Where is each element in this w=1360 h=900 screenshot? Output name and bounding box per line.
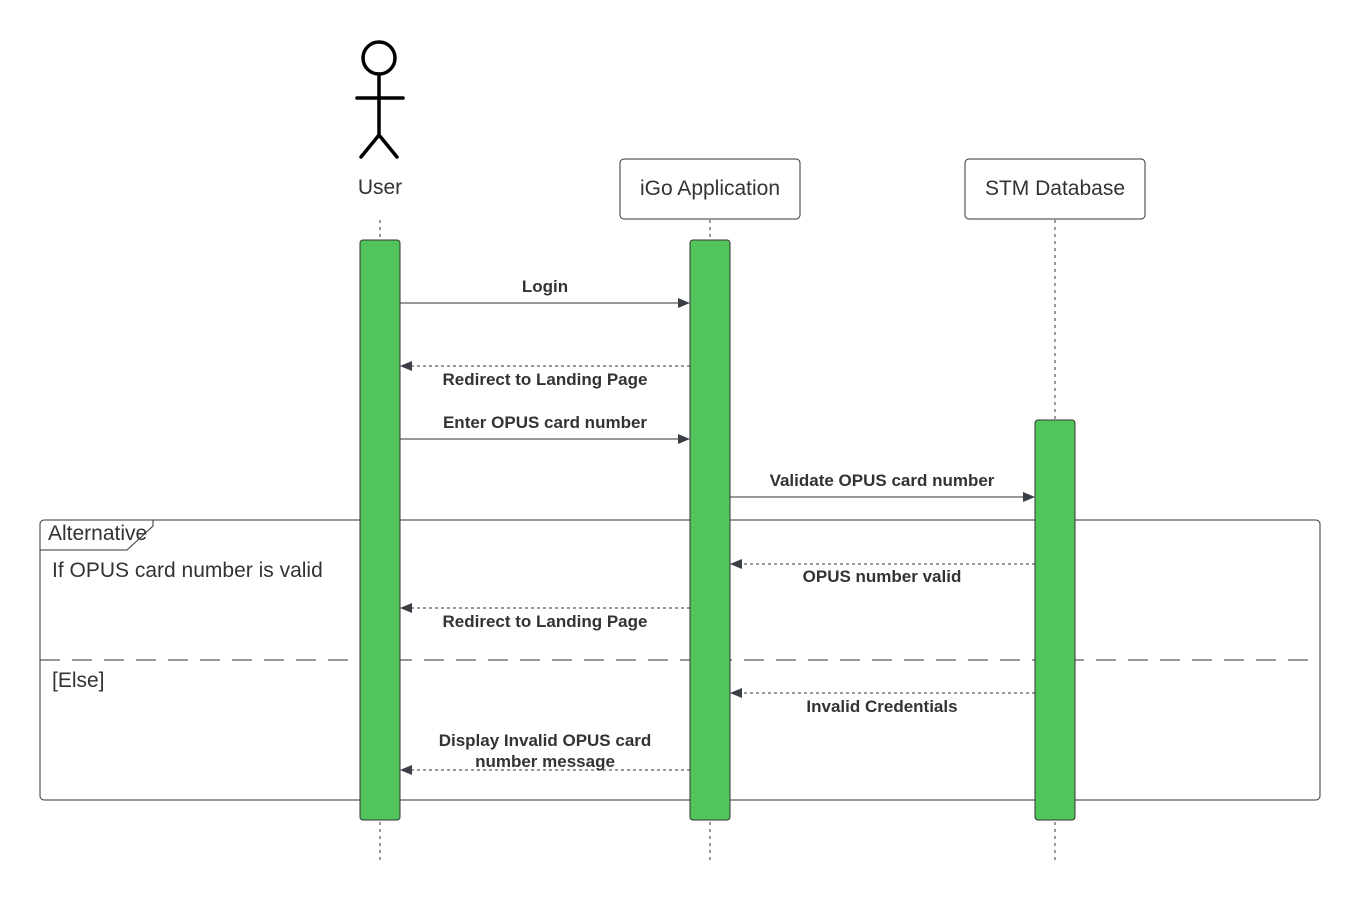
message-display-invalid-label-line1: Display Invalid OPUS card [439,731,652,750]
alt-else-label: [Else] [52,669,105,692]
message-display-invalid-label-line2: number message [475,752,615,771]
message-redirect-2-label: Redirect to Landing Page [443,612,648,631]
message-login-label: Login [522,277,568,296]
message-opus-valid-label: OPUS number valid [803,567,962,586]
participant-user-label: User [358,176,402,199]
participant-stm-box [964,158,1146,220]
message-invalid-credentials-label: Invalid Credentials [806,697,957,716]
participant-igo-box [619,158,801,220]
user-actor-icon [355,40,405,159]
message-validate-label: Validate OPUS card number [770,471,995,490]
alt-frame-label: Alternative [48,522,147,545]
activation-user [359,239,401,821]
participant-igo-label: iGo Application [640,177,780,200]
message-enter-opus-label: Enter OPUS card number [443,413,647,432]
message-redirect-1-label: Redirect to Landing Page [443,370,648,389]
activation-stm [1034,419,1076,821]
participant-stm-label: STM Database [985,177,1125,200]
activation-igo [689,239,731,821]
alt-condition-text: If OPUS card number is valid [52,559,323,582]
alt-frame-tab [40,520,154,551]
